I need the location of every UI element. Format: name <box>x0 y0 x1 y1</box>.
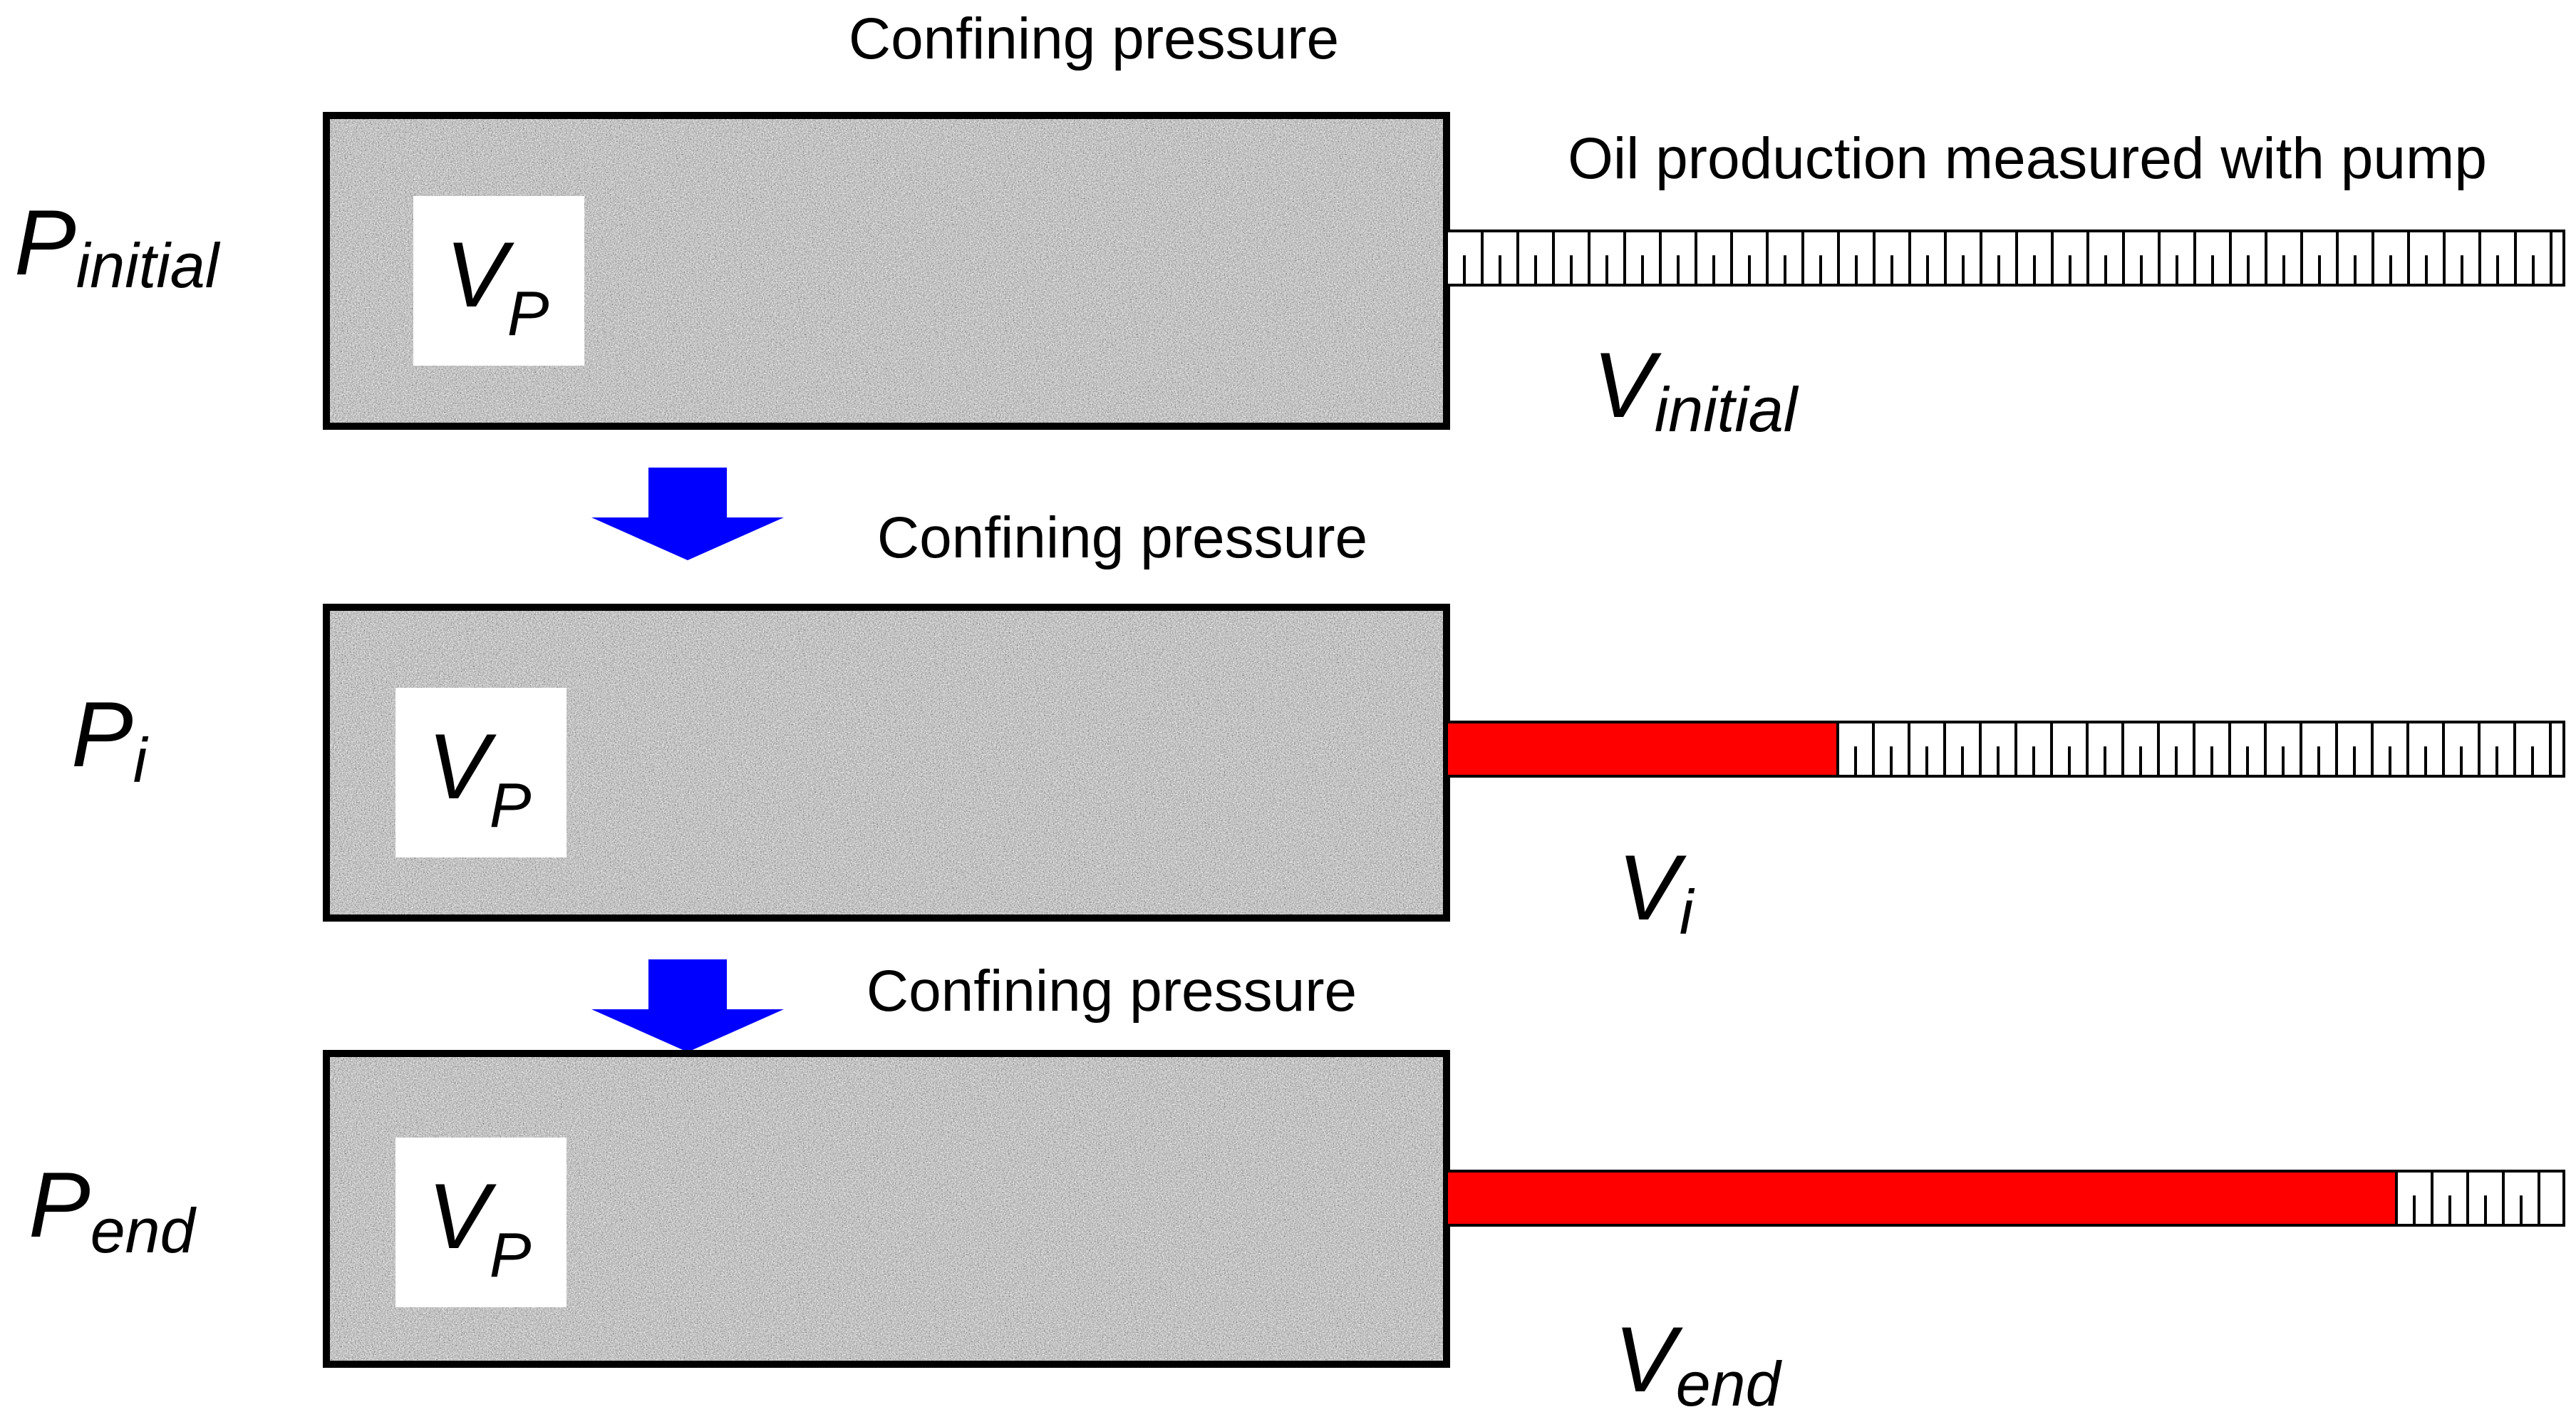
pore-volume-label: VP <box>428 1164 532 1290</box>
pore-volume-box <box>395 1138 567 1307</box>
oil-column <box>1445 1170 2398 1227</box>
pump-scale <box>2413 1171 2540 1225</box>
pump-volume-label: Vinitial <box>1593 333 1799 445</box>
pump-scale <box>1463 231 2552 285</box>
down-arrow-icon <box>591 468 784 560</box>
pump-caption: Oil production measured with pump <box>1568 126 2487 191</box>
pressure-label: Pend <box>29 1153 197 1266</box>
pressure-label: Pi <box>71 682 149 795</box>
confining-pressure-label: Confining pressure <box>849 6 1339 71</box>
oil-column <box>1445 721 1839 778</box>
pore-volume-box <box>413 196 584 366</box>
pump-volume-label: Vend <box>1614 1307 1783 1412</box>
pore-volume-label: VP <box>428 714 532 840</box>
pump-volume-label: Vi <box>1618 835 1695 947</box>
confining-pressure-label: Confining pressure <box>867 959 1357 1024</box>
pore-volume-box <box>395 688 567 857</box>
pump-scale <box>1854 722 2552 776</box>
down-arrow-icon <box>591 959 784 1052</box>
confining-pressure-label: Confining pressure <box>877 505 1367 570</box>
pump-tube <box>1445 230 2565 287</box>
pressure-label: Pinitial <box>14 190 221 301</box>
pore-volume-label: VP <box>445 222 549 349</box>
